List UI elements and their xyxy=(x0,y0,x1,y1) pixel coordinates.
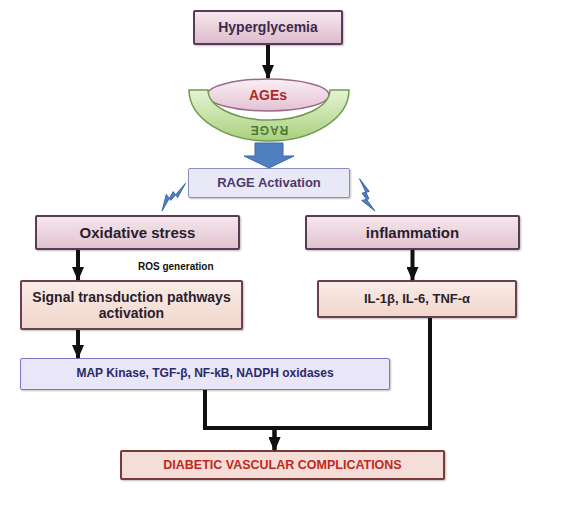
node-text: IL-1β, IL-6, TNF-α xyxy=(364,292,470,307)
lightning-connector xyxy=(360,179,375,211)
node-text: Oxidative stress xyxy=(80,224,196,241)
node-text: DIABETIC VASCULAR COMPLICATIONS xyxy=(163,458,401,472)
arrow-connector xyxy=(266,45,270,78)
arrow-connector xyxy=(411,250,415,280)
process-box: Oxidative stress xyxy=(35,215,240,250)
process-box: RAGE Activation xyxy=(188,168,350,198)
node-text: inflammation xyxy=(366,224,459,241)
rage-receptor: RAGE xyxy=(188,88,350,142)
process-box: MAP Kinase, TGF-β, NF-kB, NADPH oxidases xyxy=(20,358,390,390)
node-text: AGEs xyxy=(249,87,287,103)
node-text: Signal transduction pathways activation xyxy=(28,289,235,321)
node-text: MAP Kinase, TGF-β, NF-kB, NADPH oxidases xyxy=(76,367,333,381)
block-arrow xyxy=(244,143,294,168)
arrow-connector xyxy=(76,250,80,280)
edge-label: ROS generation xyxy=(138,261,214,272)
process-box: IL-1β, IL-6, TNF-α xyxy=(317,280,517,318)
arrow-connector xyxy=(275,318,431,450)
process-box: Hyperglycemia xyxy=(193,10,343,45)
node-text: RAGE Activation xyxy=(217,176,321,191)
outcome-box: DIABETIC VASCULAR COMPLICATIONS xyxy=(120,450,445,480)
process-box: inflammation xyxy=(305,215,520,250)
process-box: Signal transduction pathways activation xyxy=(20,280,243,330)
arrow-connector xyxy=(205,390,275,450)
node-text: RAGE xyxy=(188,122,350,136)
lightning-connector xyxy=(162,183,185,211)
arrow-connector xyxy=(76,330,80,358)
node-text: Hyperglycemia xyxy=(218,19,318,35)
ages-ellipse: AGEs xyxy=(206,78,330,112)
